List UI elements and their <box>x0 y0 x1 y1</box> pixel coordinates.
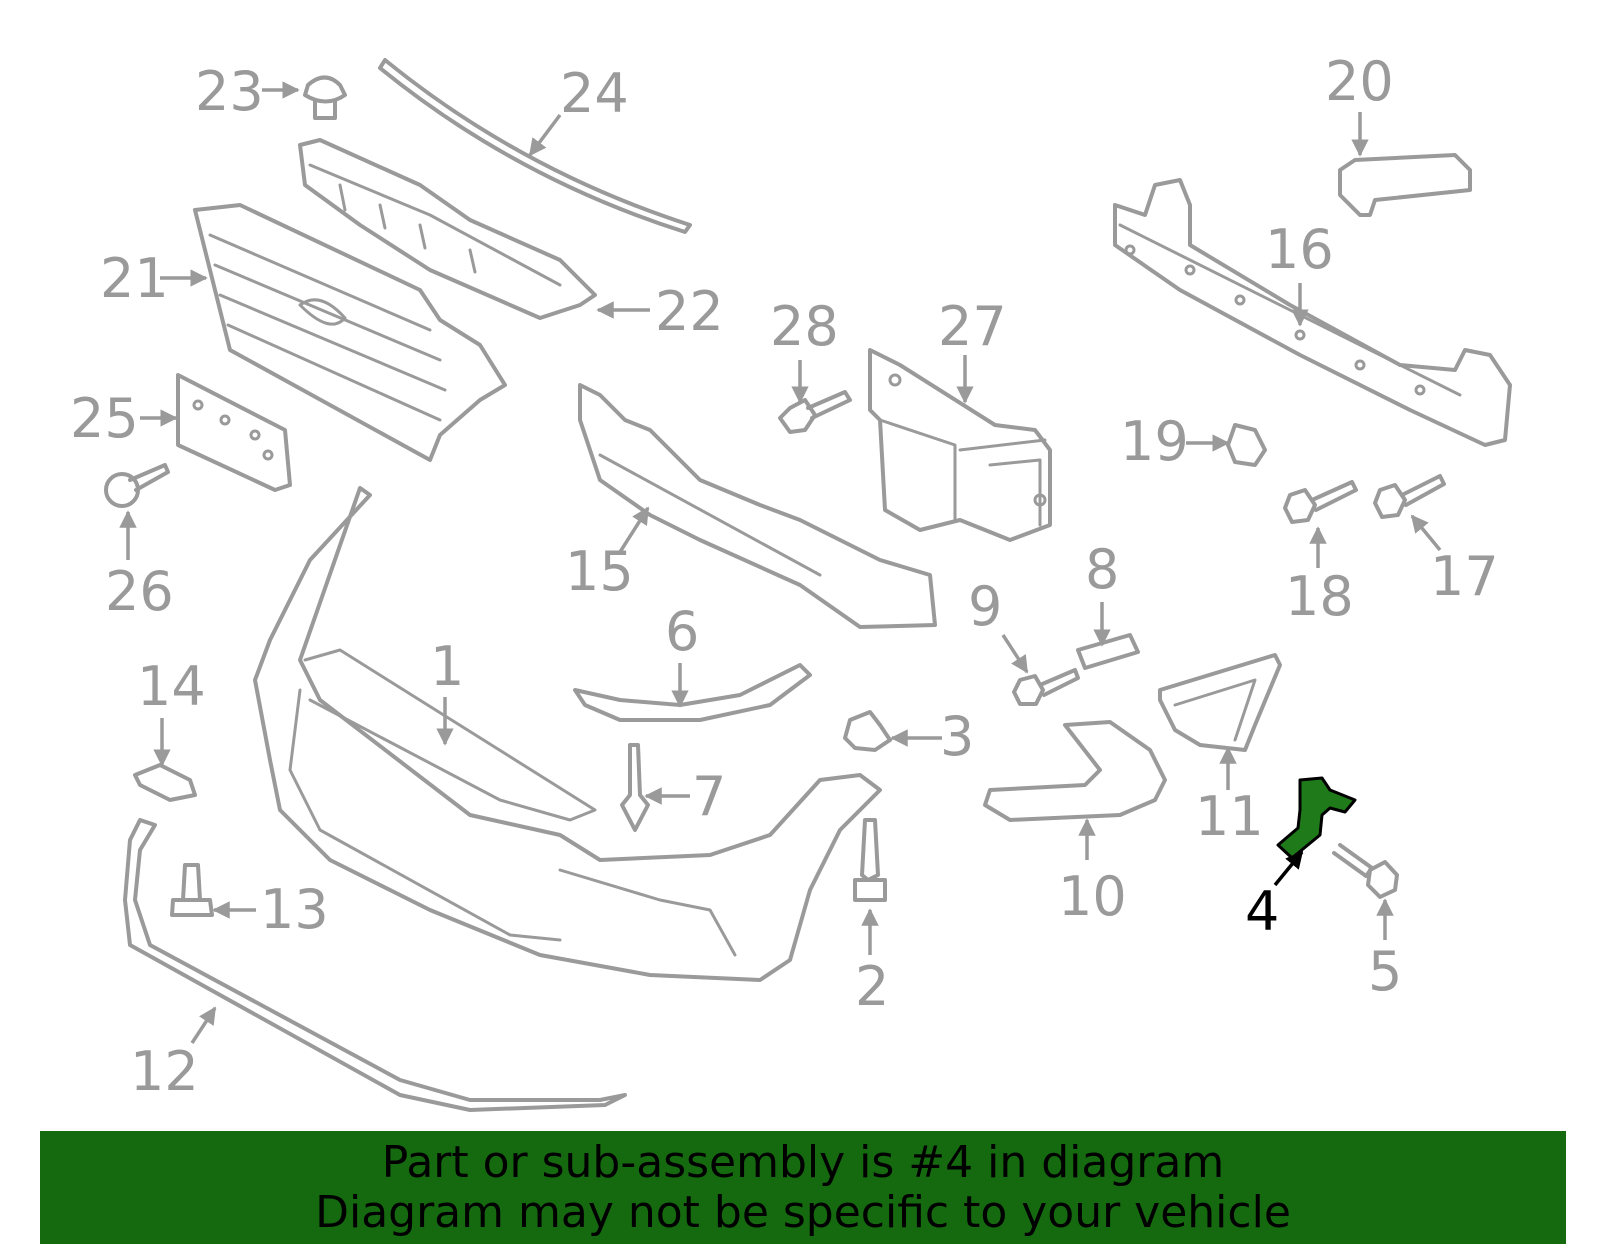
callout-20: 20 <box>1325 50 1394 113</box>
part-21-radiator-grille <box>193 203 507 462</box>
callout-25: 25 <box>70 387 139 450</box>
part-24-molding-strip <box>378 58 692 234</box>
callout-6: 6 <box>665 600 699 663</box>
part-8-label <box>1076 633 1140 670</box>
part-16-bumper-beam <box>1113 178 1512 447</box>
part-27-bracket <box>868 348 1052 542</box>
part-11-bezel <box>1158 653 1282 752</box>
callout-17: 17 <box>1430 545 1499 608</box>
part-1-bumper-cover <box>253 486 882 982</box>
part-10-lamp-trim <box>983 720 1167 822</box>
part-22-grille-bracket <box>298 138 597 320</box>
part-9-bolt <box>1012 668 1080 706</box>
part-6-bracket <box>573 663 812 722</box>
part-19-nut <box>1226 423 1267 467</box>
info-banner: Part or sub-assembly is #4 in diagram Di… <box>40 1131 1566 1244</box>
part-26-screw <box>104 463 170 508</box>
callout-4: 4 <box>1245 880 1279 943</box>
callout-24: 24 <box>560 62 629 125</box>
banner-line-1: Part or sub-assembly is #4 in diagram <box>381 1136 1225 1188</box>
callout-18: 18 <box>1285 565 1354 628</box>
callout-11: 11 <box>1195 785 1264 848</box>
part-7-pin <box>620 743 650 832</box>
part-17-bolt <box>1373 474 1446 519</box>
part-25-plate-bracket <box>176 373 292 492</box>
callout-23: 23 <box>195 60 264 123</box>
callout-10: 10 <box>1058 865 1127 928</box>
part-3-clip <box>843 710 892 752</box>
callout-16: 16 <box>1265 218 1334 281</box>
callout-19: 19 <box>1120 410 1189 473</box>
banner-line-2: Diagram may not be specific to your vehi… <box>315 1186 1291 1238</box>
part-20-bracket <box>1338 153 1472 217</box>
part-4-bracket-highlighted <box>1276 776 1357 860</box>
leader-lines <box>119 81 1442 1044</box>
part-13-screw <box>170 863 214 917</box>
part-2-bolt <box>853 818 887 902</box>
callout-1: 1 <box>430 635 464 698</box>
parts-diagram: 1 2 3 4 5 6 7 8 9 10 11 12 13 14 15 16 1… <box>70 50 1512 1112</box>
callout-9: 9 <box>968 575 1002 638</box>
part-14-nut-clip <box>133 763 197 802</box>
callout-14: 14 <box>137 655 206 718</box>
part-18-bolt <box>1283 480 1358 524</box>
callout-12: 12 <box>130 1040 199 1103</box>
callout-2: 2 <box>855 955 889 1018</box>
callout-13: 13 <box>260 878 329 941</box>
callout-21: 21 <box>100 247 169 310</box>
callout-3: 3 <box>940 705 974 768</box>
part-12-lower-lip <box>123 818 627 1112</box>
part-23-push-clip <box>303 75 347 120</box>
part-5-bolt <box>1332 843 1399 899</box>
callout-26: 26 <box>105 560 174 623</box>
callout-8: 8 <box>1085 538 1119 601</box>
callout-labels: 1 2 3 4 5 6 7 8 9 10 11 12 13 14 15 16 1… <box>70 50 1499 1103</box>
callout-22: 22 <box>655 280 724 343</box>
callout-7: 7 <box>692 765 726 828</box>
callout-15: 15 <box>565 540 634 603</box>
part-28-bolt <box>778 390 852 434</box>
callout-5: 5 <box>1368 940 1402 1003</box>
callout-27: 27 <box>938 295 1007 358</box>
callout-28: 28 <box>770 295 839 358</box>
